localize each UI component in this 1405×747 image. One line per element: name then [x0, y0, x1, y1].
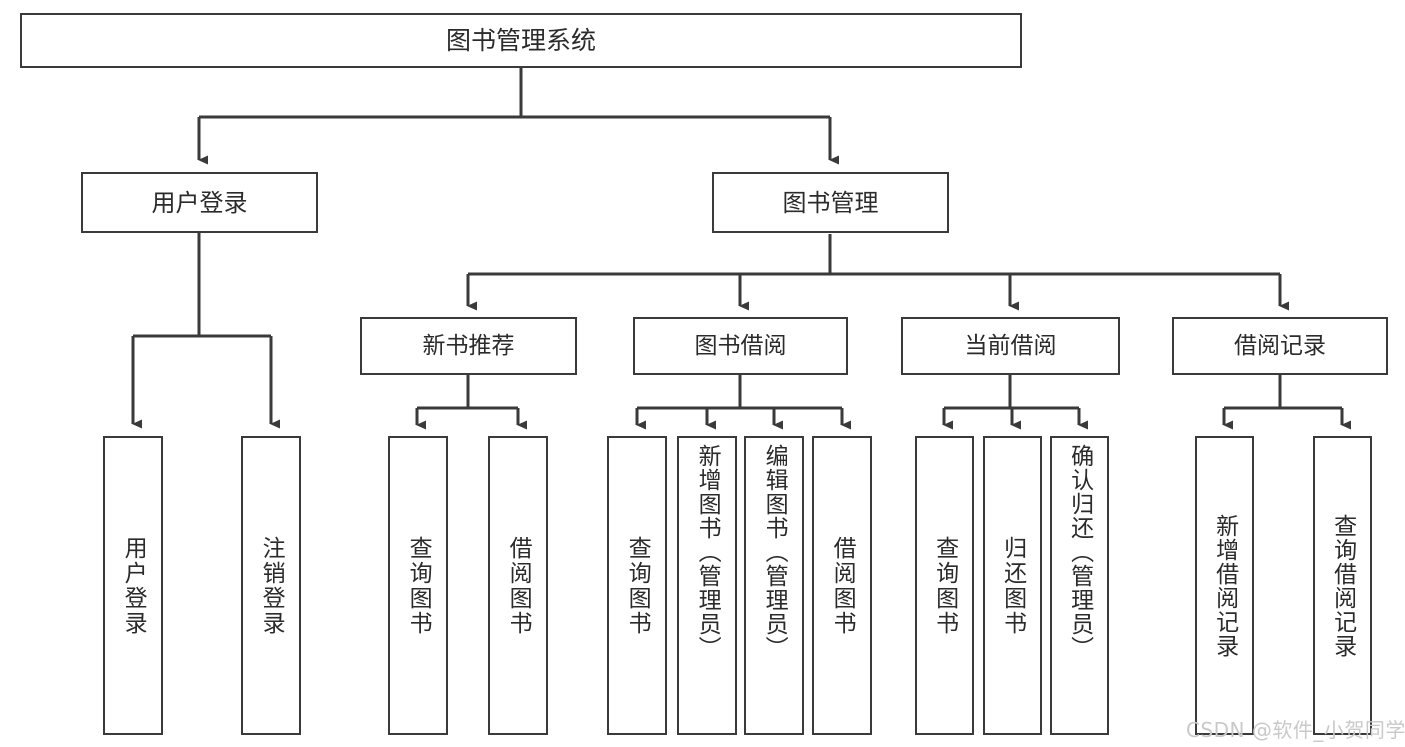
- node-borrow-record[interactable]: 借阅记录: [1172, 317, 1388, 375]
- node-current-borrow-label: 当前借阅: [964, 332, 1057, 359]
- node-root-system[interactable]: 图书管理系统: [20, 13, 1022, 68]
- leaf-label: 查询图书: [931, 535, 958, 636]
- leaf-borrow-add-book-admin[interactable]: 新增图书（管理员）: [677, 436, 737, 735]
- leaf-user-login-signin[interactable]: 用户登录: [103, 436, 163, 735]
- leaf-label: 用户登录: [120, 535, 147, 636]
- leaf-label: 查询借阅记录: [1329, 513, 1356, 658]
- leaf-label: 新增借阅记录: [1211, 513, 1238, 658]
- leaf-borrow-edit-book-admin[interactable]: 编辑图书（管理员）: [744, 436, 804, 735]
- node-borrow-record-label: 借阅记录: [1234, 332, 1326, 359]
- node-new-book-recommend[interactable]: 新书推荐: [360, 317, 577, 375]
- leaf-label: 借阅图书: [829, 535, 856, 636]
- leaf-current-confirm-return-admin[interactable]: 确认归还（管理员）: [1050, 436, 1109, 735]
- leaf-record-search-record[interactable]: 查询借阅记录: [1313, 436, 1372, 735]
- node-user-login-label: 用户登录: [151, 188, 248, 217]
- leaf-label: 查询图书: [624, 535, 651, 636]
- leaf-current-search-book[interactable]: 查询图书: [915, 436, 974, 735]
- leaf-label: 归还图书: [999, 535, 1026, 636]
- leaf-label: 确认归还（管理员）: [1066, 444, 1093, 660]
- watermark-text: CSDN @软件_小贺同学: [1186, 718, 1405, 742]
- leaf-newbook-borrow-book[interactable]: 借阅图书: [488, 436, 548, 735]
- node-new-book-recommend-label: 新书推荐: [422, 332, 515, 359]
- leaf-label: 新增图书（管理员）: [694, 444, 721, 660]
- node-root-label: 图书管理系统: [445, 26, 596, 55]
- node-book-borrow-label: 图书借阅: [694, 332, 787, 359]
- leaf-user-login-signout[interactable]: 注销登录: [241, 436, 301, 735]
- leaf-borrow-search-book[interactable]: 查询图书: [607, 436, 667, 735]
- leaf-label: 注销登录: [258, 535, 285, 636]
- leaf-record-add-record[interactable]: 新增借阅记录: [1195, 436, 1254, 735]
- leaf-label: 借阅图书: [505, 535, 532, 636]
- node-book-management[interactable]: 图书管理: [712, 172, 949, 233]
- node-book-borrow[interactable]: 图书借阅: [633, 317, 848, 375]
- node-user-login[interactable]: 用户登录: [81, 172, 318, 233]
- leaf-label: 查询图书: [405, 535, 432, 636]
- node-book-management-label: 图书管理: [782, 188, 879, 217]
- leaf-label: 编辑图书（管理员）: [761, 444, 788, 660]
- leaf-newbook-search-book[interactable]: 查询图书: [388, 436, 448, 735]
- leaf-borrow-borrow-book[interactable]: 借阅图书: [812, 436, 872, 735]
- leaf-current-return-book[interactable]: 归还图书: [983, 436, 1042, 735]
- node-current-borrow[interactable]: 当前借阅: [901, 317, 1120, 375]
